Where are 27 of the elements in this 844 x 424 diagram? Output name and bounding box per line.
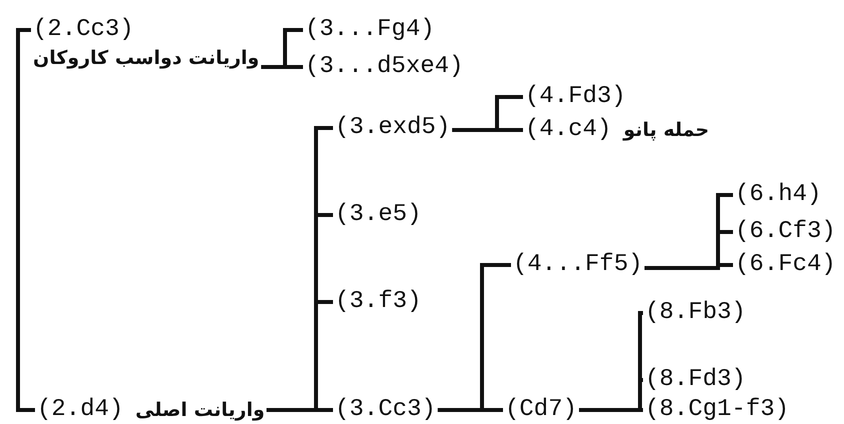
bracket-line	[266, 408, 333, 412]
move-label: (3...Fg4)	[305, 16, 435, 44]
move-label: (6.Fc4)	[735, 251, 836, 279]
bracket-line	[261, 65, 303, 69]
move-label: (3.e5)	[335, 201, 422, 229]
variation-name: واریانت دواسب کاروکان	[33, 46, 260, 71]
move-label: (3.Cc3)	[335, 396, 436, 424]
move-label: (4.c4)	[525, 116, 612, 144]
move-label: (8.Fd3)	[645, 366, 746, 394]
move-label: (3.exd5)	[335, 114, 450, 142]
move-label: (4.Fd3)	[525, 83, 626, 111]
variation-name: حمله پانو	[623, 118, 710, 143]
bracket-line	[644, 263, 733, 270]
move-label: (4...Ff5)	[513, 251, 643, 279]
bracket-line	[452, 128, 523, 132]
variation-name: واریانت اصلی	[135, 398, 265, 423]
move-label: (2.Cc3)	[33, 16, 134, 44]
bracket-line	[438, 408, 503, 412]
bracket-line	[16, 28, 35, 412]
move-label: (3.f3)	[335, 288, 422, 316]
move-label: (3...d5xe4)	[305, 53, 464, 81]
move-label: (2.d4)	[37, 396, 124, 424]
move-label: (8.Cg1-f3)	[645, 396, 790, 424]
move-label: (6.h4)	[735, 181, 822, 209]
move-label: (6.Cf3)	[735, 218, 836, 246]
move-label: (Cd7)	[505, 396, 578, 424]
move-label: (8.Fb3)	[645, 299, 746, 327]
